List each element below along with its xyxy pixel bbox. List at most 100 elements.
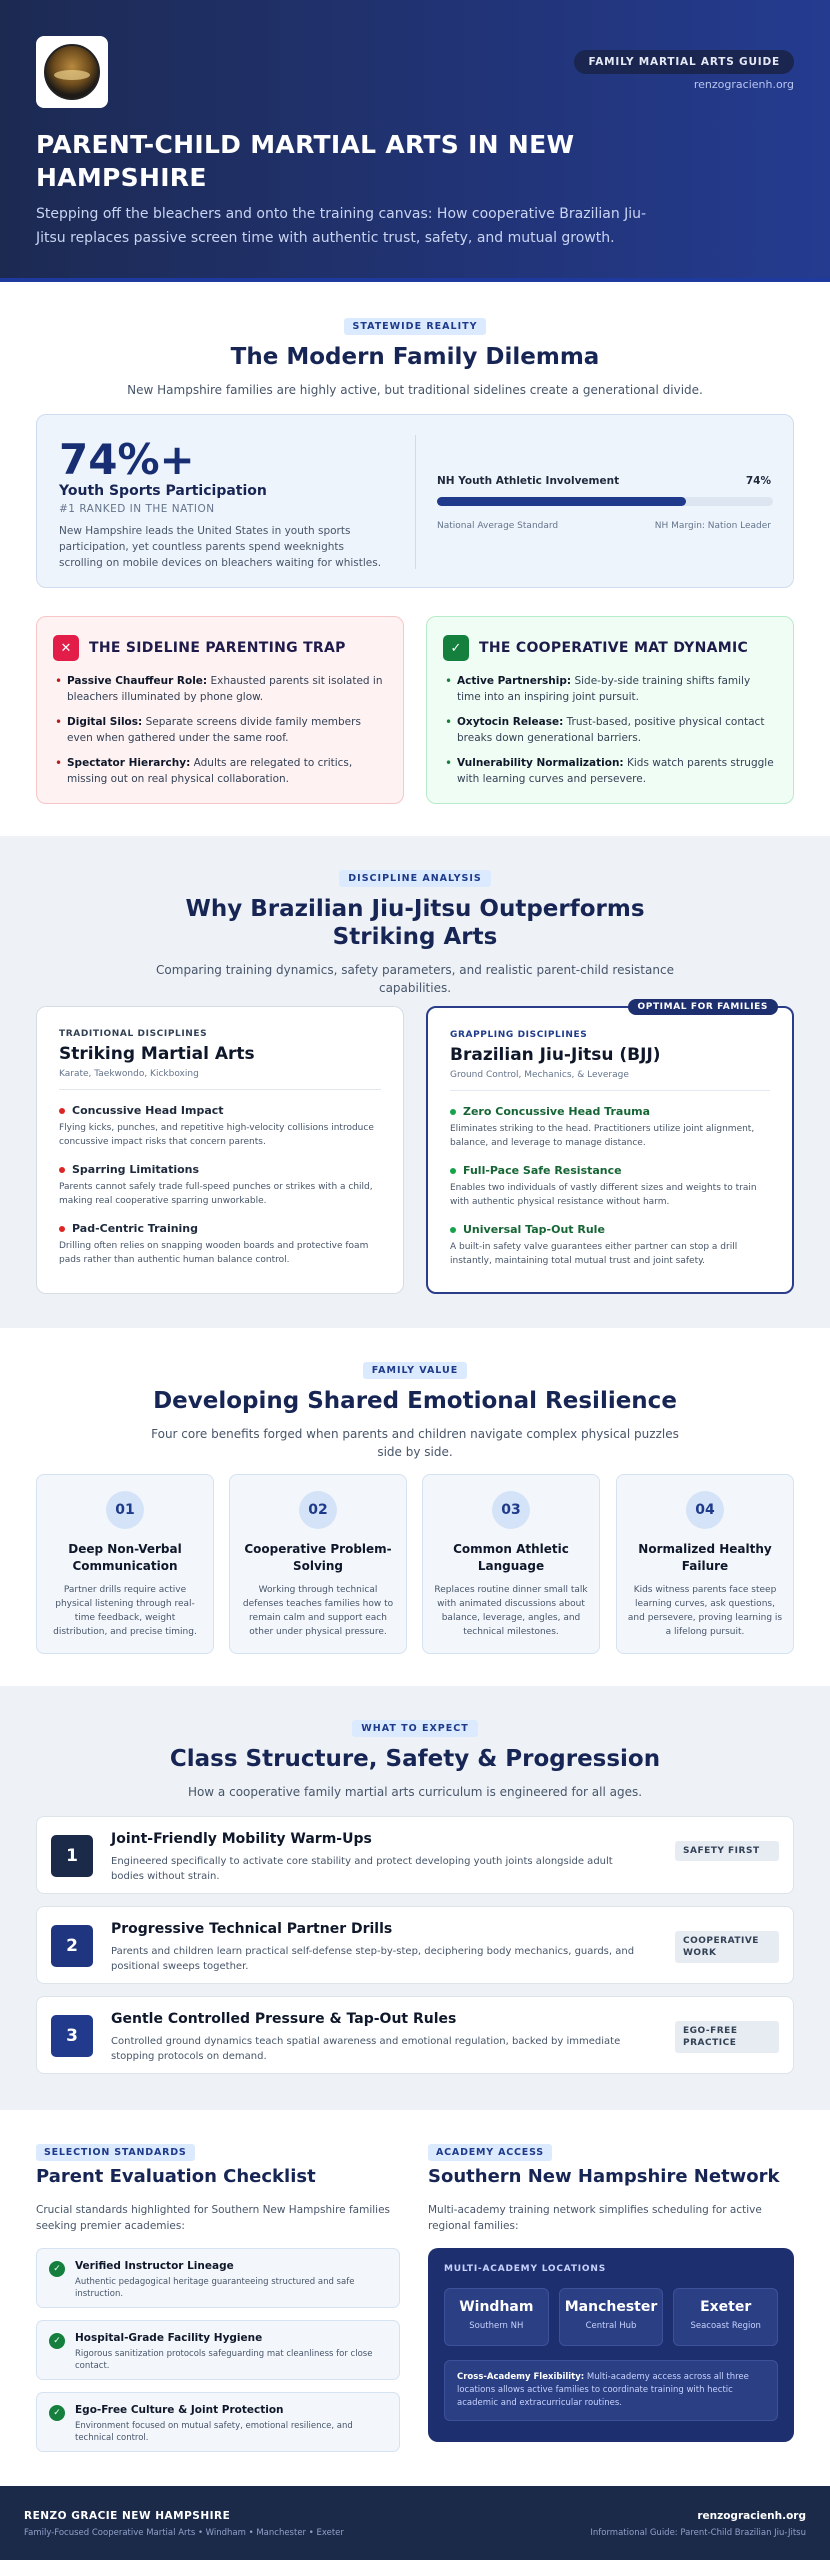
stat-heading: Youth Sports Participation (59, 483, 267, 499)
locations-panel: MULTI-ACADEMY LOCATIONS Windham Southern… (428, 2248, 794, 2442)
checklist-item-desc: Rigorous sanitization protocols safeguar… (75, 2349, 373, 2371)
location-manchester[interactable]: Manchester Central Hub (558, 2288, 664, 2346)
stat-value: 74%+ (59, 435, 195, 484)
guide-badge: FAMILY MARTIAL ARTS GUIDE (574, 50, 794, 74)
bullet-icon (59, 1107, 65, 1114)
step-card: 2 Progressive Technical Partner Drills P… (36, 1906, 794, 1984)
value-section-header: FAMILY VALUE Developing Shared Emotional… (0, 1362, 830, 1461)
checklist-item: ✓ Ego-Free Culture & Joint Protection En… (36, 2392, 400, 2452)
step-description: Parents and children learn practical sel… (111, 1946, 635, 1972)
bar-percent: 74% (745, 475, 771, 487)
footer-brand: RENZO GRACIE NEW HAMPSHIRE (24, 2510, 231, 2522)
footer-site-link[interactable]: renzogracienh.org (697, 2510, 806, 2522)
bullet-icon (59, 1166, 65, 1173)
checklist-item-title: Ego-Free Culture & Joint Protection (75, 2404, 284, 2416)
benefit-title: Deep Non-Verbal Communication (68, 1542, 182, 1573)
check-icon: ✓ (49, 2333, 65, 2349)
benefit-description: Working through technical defenses teach… (242, 1585, 394, 1637)
step-description: Engineered specifically to activate core… (111, 1856, 613, 1882)
section-pill: WHAT TO EXPECT (352, 1720, 478, 1737)
benefit-number: 03 (492, 1491, 530, 1529)
step-description: Controlled ground dynamics teach spatial… (111, 2036, 621, 2062)
card-title: Brazilian Jiu-Jitsu (BJJ) (450, 1045, 661, 1065)
step-number: 1 (51, 1835, 93, 1877)
checklist-item-desc: Environment focused on mutual safety, em… (75, 2421, 353, 2443)
checklist-subtitle: Crucial standards highlighted for Southe… (36, 2204, 390, 2232)
bar-right-caption: NH Margin: Nation Leader (654, 521, 771, 531)
card-title: THE COOPERATIVE MAT DYNAMIC (479, 640, 749, 656)
network-subtitle: Multi-academy training network simplifie… (428, 2204, 762, 2232)
network-title: Southern New Hampshire Network (428, 2166, 780, 2187)
benefit-title: Cooperative Problem-Solving (244, 1542, 392, 1573)
section-subtitle: Four core benefits forged when parents a… (151, 1427, 679, 1459)
list-item: Digital Silos: Separate screens divide f… (53, 714, 387, 746)
benefit-description: Replaces routine dinner small talk with … (434, 1585, 588, 1637)
list-item: Passive Chauffeur Role: Exhausted parent… (53, 673, 387, 705)
footer: RENZO GRACIE NEW HAMPSHIRE Family-Focuse… (0, 2486, 830, 2560)
card-subtitle: Karate, Taekwondo, Kickboxing (59, 1069, 381, 1090)
close-icon: ✕ (53, 635, 79, 661)
benefit-description: Kids witness parents face steep learning… (627, 1585, 783, 1637)
stat-rank: #1 RANKED IN THE NATION (59, 503, 215, 515)
locations-heading: MULTI-ACADEMY LOCATIONS (444, 2264, 606, 2274)
list-item: Active Partnership: Side-by-side trainin… (443, 673, 777, 705)
optimal-badge: OPTIMAL FOR FAMILIES (627, 999, 778, 1015)
section-subtitle: Comparing training dynamics, safety para… (156, 963, 674, 995)
logo-emblem (44, 44, 100, 100)
step-tag: EGO-FREE PRACTICE (675, 2021, 779, 2053)
striking-arts-card: TRADITIONAL DISCIPLINES Striking Martial… (36, 1006, 404, 1294)
list-item: Full-Pace Safe Resistance Enables two in… (450, 1164, 757, 1207)
section-pill: STATEWIDE REALITY (343, 318, 487, 335)
benefit-title: Common Athletic Language (453, 1542, 569, 1573)
section-pill: ACADEMY ACCESS (428, 2144, 552, 2161)
checklist-item-title: Hospital-Grade Facility Hygiene (75, 2332, 263, 2344)
benefit-description: Partner drills require active physical l… (53, 1585, 197, 1637)
card-title: Striking Martial Arts (59, 1044, 255, 1064)
step-tag: COOPERATIVE WORK (675, 1931, 779, 1963)
section-title: The Modern Family Dilemma (230, 344, 600, 370)
list-item: Pad-Centric Training Drilling often reli… (59, 1222, 369, 1265)
benefit-number: 02 (299, 1491, 337, 1529)
step-number: 2 (51, 1925, 93, 1967)
section-subtitle: New Hampshire families are highly active… (127, 383, 703, 397)
sideline-trap-card: ✕ THE SIDELINE PARENTING TRAP Passive Ch… (36, 616, 404, 804)
stat-description: New Hampshire leads the United States in… (59, 525, 382, 569)
list-item: Sparring Limitations Parents cannot safe… (59, 1163, 373, 1206)
benefit-title: Normalized Healthy Failure (638, 1542, 772, 1573)
list-item: Vulnerability Normalization: Kids watch … (443, 755, 777, 787)
step-card: 3 Gentle Controlled Pressure & Tap-Out R… (36, 1996, 794, 2074)
hero-site-link[interactable]: renzogracienh.org (693, 78, 794, 91)
flexibility-note: Cross-Academy Flexibility: Multi-academy… (444, 2360, 778, 2421)
card-kicker: GRAPPLING DISCIPLINES (450, 1030, 588, 1040)
list-item: Spectator Hierarchy: Adults are relegate… (53, 755, 387, 787)
footer-guide: Informational Guide: Parent-Child Brazil… (590, 2528, 806, 2538)
location-exeter[interactable]: Exeter Seacoast Region (673, 2288, 779, 2346)
list-item: Universal Tap-Out Rule A built-in safety… (450, 1223, 738, 1266)
bar-left-caption: National Average Standard (437, 521, 559, 531)
section-pill: SELECTION STANDARDS (36, 2144, 195, 2161)
benefit-card: 03 Common Athletic Language Replaces rou… (422, 1474, 600, 1654)
card-title: THE SIDELINE PARENTING TRAP (89, 640, 346, 656)
benefit-card: 01 Deep Non-Verbal Communication Partner… (36, 1474, 214, 1654)
footer-tagline: Family-Focused Cooperative Martial Arts … (24, 2528, 344, 2538)
bjj-card: OPTIMAL FOR FAMILIES GRAPPLING DISCIPLIN… (426, 999, 794, 1294)
card-kicker: TRADITIONAL DISCIPLINES (59, 1029, 208, 1039)
step-number: 3 (51, 2015, 93, 2057)
location-windham[interactable]: Windham Southern NH (444, 2288, 549, 2346)
page-title: PARENT-CHILD MARTIAL ARTS IN NEW HAMPSHI… (36, 130, 575, 192)
checklist-item: ✓ Hospital-Grade Facility Hygiene Rigoro… (36, 2320, 400, 2380)
page-subtitle: Stepping off the bleachers and onto the … (36, 206, 647, 246)
section-title: Why Brazilian Jiu-Jitsu Outperforms Stri… (185, 896, 645, 950)
expect-section-header: WHAT TO EXPECT Class Structure, Safety &… (0, 1720, 830, 1801)
card-subtitle: Ground Control, Mechanics, & Leverage (450, 1070, 770, 1091)
section-title: Class Structure, Safety & Progression (169, 1746, 661, 1772)
bullet-icon (59, 1225, 65, 1232)
academy-logo[interactable] (36, 36, 108, 108)
checklist-item-desc: Authentic pedagogical heritage guarantee… (75, 2277, 355, 2299)
check-icon: ✓ (443, 635, 469, 661)
benefit-card: 04 Normalized Healthy Failure Kids witne… (616, 1474, 794, 1654)
cooperative-mat-card: ✓ THE COOPERATIVE MAT DYNAMIC Active Par… (426, 616, 794, 804)
bar-label: NH Youth Athletic Involvement (437, 475, 620, 487)
list-item: Oxytocin Release: Trust-based, positive … (443, 714, 777, 746)
